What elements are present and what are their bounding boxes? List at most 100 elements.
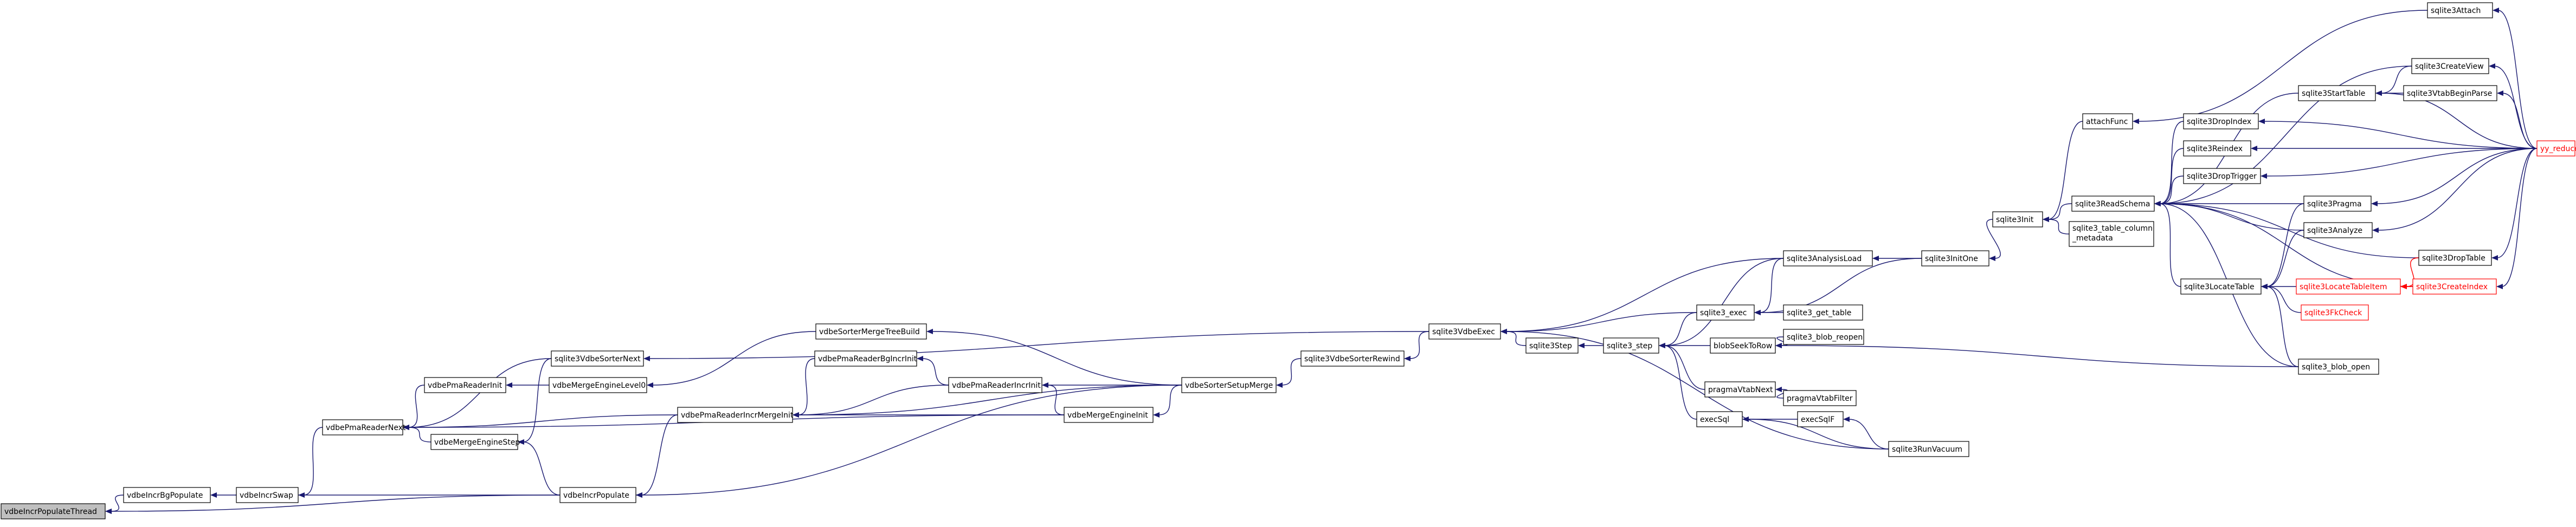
- node-sqlite3VtabBeginParse[interactable]: sqlite3VtabBeginParse: [2403, 85, 2497, 101]
- node-vdbeMergeEngineInit[interactable]: vdbeMergeEngineInit: [1064, 407, 1154, 423]
- node-box: [424, 377, 506, 393]
- edge-sqlite3Reindex-to-sqlite3ReadSchema: [2159, 148, 2184, 204]
- node-box: [322, 419, 403, 435]
- node-sqlite3Step[interactable]: sqlite3Step: [1525, 337, 1579, 354]
- node-vdbeIncrPopulate[interactable]: vdbeIncrPopulate: [559, 487, 636, 503]
- node-box: [2183, 113, 2259, 129]
- edge-sqlite3LocateTable-to-sqlite3ReadSchema: [2159, 203, 2181, 287]
- node-label: sqlite3VtabBeginParse: [2407, 89, 2492, 98]
- node-sqlite3FkCheck[interactable]: sqlite3FkCheck: [2301, 304, 2369, 321]
- arrowhead: [2261, 284, 2268, 289]
- node-vdbeIncrSwap[interactable]: vdbeIncrSwap: [236, 487, 299, 503]
- arrowhead: [2258, 119, 2265, 124]
- node-sqlite3VdbeSorterRewind[interactable]: sqlite3VdbeSorterRewind: [1300, 350, 1405, 367]
- node-vdbePmaReaderIncrInit[interactable]: vdbePmaReaderIncrInit: [948, 377, 1042, 393]
- node-sqlite3Analyze[interactable]: sqlite3Analyze: [2303, 222, 2373, 238]
- edge-sqlite3Step-to-sqlite3VdbeExec: [1505, 331, 1527, 346]
- node-sqlite3DropTable[interactable]: sqlite3DropTable: [2418, 250, 2492, 266]
- node-sqlite3LocateTableItem[interactable]: sqlite3LocateTableItem: [2296, 278, 2401, 295]
- node-vdbePmaReaderInit[interactable]: vdbePmaReaderInit: [424, 377, 506, 393]
- edge-vdbePmaReaderIncrInit-to-vdbePmaReaderIncrMergeInit: [797, 385, 949, 415]
- node-vdbeSorterSetupMerge[interactable]: vdbeSorterSetupMerge: [1181, 377, 1277, 393]
- node-execSqlF[interactable]: execSqlF: [1797, 411, 1844, 427]
- edge-sqlite3VdbeSorterNext-to-vdbeMergeEngineStep: [523, 358, 552, 443]
- node-label: vdbeMergeEngineStep: [434, 438, 520, 447]
- arrowhead: [105, 509, 112, 514]
- node-sqlite3CreateView[interactable]: sqlite3CreateView: [2411, 58, 2489, 74]
- arrowhead: [2154, 201, 2161, 206]
- node-sqlite3StartTable[interactable]: sqlite3StartTable: [2298, 85, 2376, 101]
- node-vdbeIncrPopulateThread[interactable]: vdbeIncrPopulateThread: [1, 503, 106, 519]
- node-sqlite3Attach[interactable]: sqlite3Attach: [2427, 2, 2493, 18]
- node-vdbePmaReaderNext[interactable]: vdbePmaReaderNext: [322, 419, 406, 435]
- node-box: [1603, 337, 1659, 354]
- node-vdbePmaReaderBgIncrInit[interactable]: vdbePmaReaderBgIncrInit: [814, 350, 917, 367]
- node-pragmaVtabFilter[interactable]: pragmaVtabFilter: [1783, 390, 1857, 406]
- node-box: [559, 487, 636, 503]
- edge-sqlite3AnalysisLoad-to-sqlite3_exec: [1759, 258, 1784, 313]
- edge-sqlite3_exec-to-sqlite3VdbeExec: [1505, 312, 1697, 332]
- arrowhead: [2371, 201, 2378, 206]
- edge-vdbePmaReaderNext-to-vdbeIncrSwap: [303, 427, 323, 496]
- node-sqlite3_table_column_metadata[interactable]: sqlite3_table_column_metadata: [2069, 221, 2154, 247]
- node-label: sqlite3Init: [1996, 216, 2034, 224]
- arrowhead: [917, 356, 923, 361]
- node-vdbeSorterMergeTreeBuild[interactable]: vdbeSorterMergeTreeBuild: [815, 323, 927, 340]
- edge-sqlite3FkCheck-to-sqlite3LocateTable: [2266, 286, 2302, 313]
- edge-sqlite3AnalysisLoad-to-sqlite3_step: [1664, 258, 1784, 346]
- node-blobSeekToRow[interactable]: blobSeekToRow: [1710, 337, 1776, 354]
- node-yy_reduce[interactable]: yy_reduce: [2536, 140, 2576, 157]
- node-label: sqlite3Step: [1529, 342, 1572, 350]
- node-box: [1783, 250, 1873, 266]
- node-sqlite3VdbeExec[interactable]: sqlite3VdbeExec: [1428, 323, 1501, 340]
- node-execSql[interactable]: execSql: [1696, 411, 1743, 427]
- node-sqlite3_blob_open[interactable]: sqlite3_blob_open: [2298, 359, 2379, 375]
- node-vdbeMergeEngineLevel0[interactable]: vdbeMergeEngineLevel0: [549, 377, 647, 393]
- arrowhead: [2251, 146, 2257, 151]
- edge-yy_reduce-to-sqlite3DropTrigger: [2265, 148, 2538, 177]
- node-sqlite3Pragma[interactable]: sqlite3Pragma: [2303, 196, 2372, 212]
- node-vdbeIncrBgPopulate[interactable]: vdbeIncrBgPopulate: [123, 487, 211, 503]
- node-sqlite3RunVacuum[interactable]: sqlite3RunVacuum: [1888, 441, 1969, 457]
- node-sqlite3CreateIndex[interactable]: sqlite3CreateIndex: [2412, 278, 2497, 295]
- node-sqlite3InitOne[interactable]: sqlite3InitOne: [1921, 250, 1989, 266]
- node-box: [1428, 323, 1501, 340]
- node-label: sqlite3VdbeSorterNext: [555, 355, 641, 363]
- node-sqlite3_blob_reopen[interactable]: sqlite3_blob_reopen: [1783, 329, 1864, 345]
- node-label: vdbePmaReaderNext: [326, 424, 406, 432]
- node-sqlite3DropTrigger[interactable]: sqlite3DropTrigger: [2183, 168, 2261, 184]
- node-sqlite3VdbeSorterNext[interactable]: sqlite3VdbeSorterNext: [551, 350, 644, 367]
- node-sqlite3AnalysisLoad[interactable]: sqlite3AnalysisLoad: [1783, 250, 1873, 266]
- arrowhead: [1578, 343, 1585, 348]
- node-label: sqlite3CreateIndex: [2416, 283, 2488, 291]
- node-pragmaVtabNext[interactable]: pragmaVtabNext: [1704, 381, 1776, 398]
- node-vdbePmaReaderIncrMergeInit[interactable]: vdbePmaReaderIncrMergeInit: [677, 407, 794, 423]
- arrowhead: [2497, 90, 2503, 96]
- node-sqlite3LocateTable[interactable]: sqlite3LocateTable: [2180, 278, 2262, 295]
- node-label: sqlite3Analyze: [2307, 226, 2362, 235]
- edge-vdbeSorterSetupMerge-to-vdbeSorterMergeTreeBuild: [931, 331, 1182, 386]
- node-label: vdbePmaReaderInit: [428, 381, 503, 390]
- node-sqlite3_exec[interactable]: sqlite3_exec: [1696, 304, 1755, 321]
- node-box: [1888, 441, 1969, 457]
- node-vdbeMergeEngineStep[interactable]: vdbeMergeEngineStep: [430, 434, 520, 450]
- edge-sqlite3Init-to-sqlite3InitOne: [1986, 219, 2001, 259]
- node-label: vdbeIncrBgPopulate: [127, 491, 203, 500]
- node-label: sqlite3_blob_reopen: [1787, 333, 1863, 342]
- node-box: [236, 487, 299, 503]
- arrowhead: [1153, 412, 1160, 418]
- node-sqlite3Reindex[interactable]: sqlite3Reindex: [2183, 140, 2251, 157]
- node-label: vdbeIncrPopulateThread: [4, 508, 97, 516]
- edge-vdbeIncrPopulate-to-vdbeIncrPopulateThread: [110, 495, 561, 512]
- node-sqlite3Init[interactable]: sqlite3Init: [1992, 211, 2043, 227]
- edge-vdbeSorterSetupMerge-to-vdbeMergeEngineInit: [1158, 385, 1182, 415]
- arrowhead: [2491, 255, 2498, 261]
- node-sqlite3_get_table[interactable]: sqlite3_get_table: [1783, 304, 1863, 321]
- edge-execSql-to-sqlite3_step: [1664, 345, 1697, 420]
- node-label: vdbeMergeEngineLevel0: [552, 381, 646, 390]
- node-label: vdbeMergeEngineInit: [1067, 411, 1148, 420]
- node-sqlite3_step[interactable]: sqlite3_step: [1603, 337, 1659, 354]
- node-sqlite3DropIndex[interactable]: sqlite3DropIndex: [2183, 113, 2259, 129]
- node-sqlite3ReadSchema[interactable]: sqlite3ReadSchema: [2071, 196, 2155, 212]
- node-attachFunc[interactable]: attachFunc: [2082, 113, 2133, 129]
